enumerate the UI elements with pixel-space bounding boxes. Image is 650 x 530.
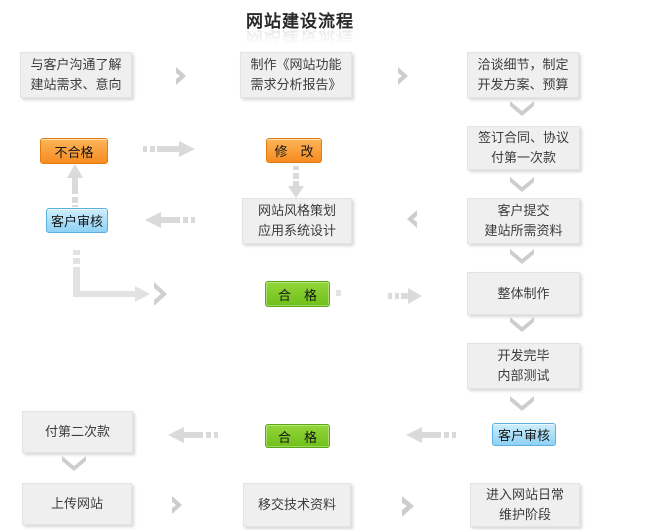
status-qualified-button-1: 合 格 (265, 281, 330, 307)
dashed-arrow-right-icon (143, 141, 195, 157)
chevron-down-icon (510, 317, 534, 332)
dash-icon (336, 290, 342, 297)
client-review-button-2: 客户审核 (492, 423, 556, 446)
step-contract: 签订合同、协议 付第一次款 (467, 126, 580, 170)
chevron-right-icon (398, 67, 412, 85)
step-upload: 上传网站 (22, 483, 132, 525)
chevron-down-icon (510, 101, 534, 116)
chevron-right-icon (402, 496, 419, 517)
step-report: 制作《网站功能 需求分析报告》 (240, 52, 352, 98)
step-maintenance: 进入网站日常 维护阶段 (470, 483, 580, 527)
chevron-right-icon (176, 67, 190, 85)
step-style-design: 网站风格策划 应用系统设计 (242, 198, 352, 244)
step-client-submit: 客户提交 建站所需资料 (467, 198, 580, 244)
chevron-right-icon (172, 496, 186, 514)
page-title: 网站建设流程 (246, 12, 354, 31)
dashed-arrow-up-icon (67, 164, 83, 207)
chevron-down-icon (510, 396, 534, 411)
chevron-left-icon (405, 210, 417, 228)
chevron-down-icon (62, 456, 86, 471)
step-second-payment: 付第二次款 (22, 411, 133, 453)
step-communicate: 与客户沟通了解 建站需求、意向 (20, 52, 132, 98)
dashed-arrow-down-icon (288, 166, 304, 198)
dashed-arrow-left-icon (168, 427, 218, 443)
chevron-down-icon (510, 249, 534, 264)
step-whole-production: 整体制作 (467, 272, 580, 315)
step-handover: 移交技术资料 (243, 483, 351, 527)
dashed-arrow-left-icon (406, 427, 456, 443)
elbow-arrow-right-icon (68, 250, 176, 308)
status-qualified-button-2: 合 格 (265, 424, 330, 448)
chevron-down-icon (510, 177, 534, 192)
status-unqualified-button: 不合格 (40, 138, 108, 164)
client-review-button-1: 客户审核 (46, 208, 108, 233)
page-title-reflection: 网站建设流程 (246, 28, 354, 47)
step-negotiate: 洽谈细节，制定 开发方案、预算 (467, 52, 579, 98)
status-modify-button: 修 改 (266, 138, 322, 163)
step-dev-complete: 开发完毕 内部测试 (467, 343, 580, 389)
dashed-arrow-left-icon (145, 212, 195, 228)
dashed-arrow-right-icon (388, 288, 422, 304)
